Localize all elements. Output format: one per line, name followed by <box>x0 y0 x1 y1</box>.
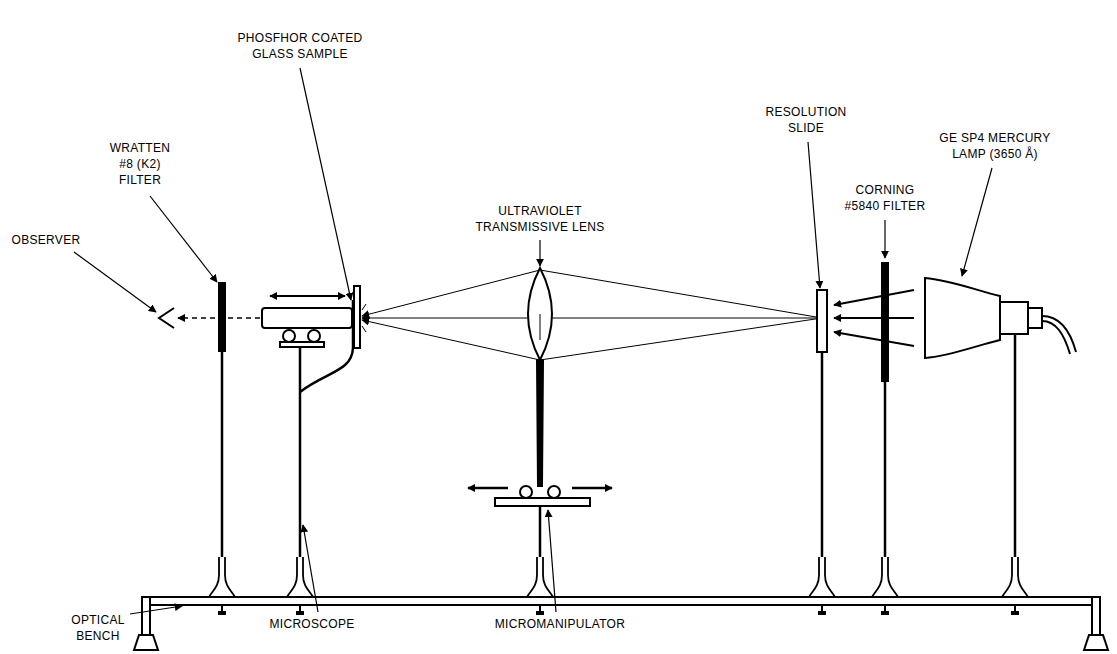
light-arrow <box>834 332 914 346</box>
stand-foot <box>1002 557 1028 615</box>
stand-post <box>821 352 824 557</box>
part-label: PHOSFHOR COATED GLASS SAMPLE <box>235 30 365 62</box>
sample-holder <box>354 286 360 348</box>
part-label: ULTRAVIOLET TRANSMISSIVE LENS <box>465 203 615 235</box>
observer-eye <box>159 308 174 328</box>
sample-glow <box>362 304 366 332</box>
stand-post <box>1014 334 1017 557</box>
part-label: CORNING #5840 FILTER <box>841 182 929 214</box>
motion-arrow <box>572 487 612 490</box>
leader-line <box>130 606 182 614</box>
stand-post <box>884 382 887 557</box>
stand-post <box>299 348 302 557</box>
leader-line <box>884 220 885 258</box>
motion-arrow <box>468 487 508 490</box>
leader-line <box>539 240 540 266</box>
stand-foot <box>809 557 835 615</box>
ray <box>362 320 540 360</box>
bench-leg <box>142 597 150 635</box>
leader-line <box>962 168 992 276</box>
mercury-lamp <box>925 278 1076 358</box>
part-label: MICROSCOPE <box>262 616 362 632</box>
leader-line <box>548 510 556 612</box>
lamp-reflector <box>925 278 1000 358</box>
stand-post <box>221 352 224 557</box>
lamp-cap <box>1028 308 1042 328</box>
roller <box>308 330 320 342</box>
lens-assembly <box>468 268 612 506</box>
roller <box>548 486 560 498</box>
microscope-carriage <box>280 342 324 347</box>
leader-line <box>808 142 820 288</box>
bench-foot <box>134 635 158 650</box>
micromanipulator-platform <box>495 498 590 506</box>
lens-stem <box>537 360 543 486</box>
stand-foot <box>527 557 553 615</box>
leader-lines <box>74 68 992 614</box>
lamp-socket <box>1000 302 1028 334</box>
microscope <box>262 286 360 392</box>
part-label: RESOLUTION SLIDE <box>760 104 852 136</box>
light-arrow <box>834 290 914 305</box>
part-label: MICROMANIPULATOR <box>485 616 635 632</box>
optical-axis <box>362 318 817 319</box>
corning-filter <box>881 262 889 382</box>
roller <box>283 330 295 342</box>
microscope-arm <box>300 300 353 392</box>
bench-foot <box>1084 635 1108 650</box>
resolution-slide <box>817 290 827 352</box>
stand-post <box>539 506 542 557</box>
uv-lens <box>528 268 552 360</box>
leader-line <box>303 525 318 612</box>
stand-foot <box>872 557 898 615</box>
lamp-cable <box>1042 321 1070 354</box>
part-label: OBSERVER <box>6 232 86 248</box>
part-label: OPTICAL BENCH <box>63 612 133 644</box>
ray <box>362 270 540 316</box>
part-label: GE SP4 MERCURY LAMP (3650 Å) <box>936 130 1054 162</box>
leader-line <box>300 68 351 300</box>
glow-mark <box>362 304 366 310</box>
lens-axis <box>540 314 541 340</box>
optical-bench <box>134 597 1108 650</box>
part-label: WRATTEN #8 (K2) FILTER <box>105 140 175 188</box>
lamp-light-arrows <box>834 290 914 346</box>
leader-line <box>150 196 217 282</box>
bench-leg <box>1092 597 1100 635</box>
light-rays <box>362 270 822 360</box>
roller <box>520 486 532 498</box>
view-line <box>178 317 260 319</box>
focus-arrow <box>270 295 345 297</box>
leader-line <box>74 252 156 312</box>
bench-rail <box>146 597 1096 605</box>
wratten-filter <box>218 282 226 352</box>
stand-foot <box>287 557 313 615</box>
ray <box>540 270 822 318</box>
ray <box>540 318 822 360</box>
microscope-tube <box>262 308 352 328</box>
glow-mark <box>362 326 366 332</box>
stand-foot <box>209 557 235 615</box>
light-arrow <box>834 317 914 319</box>
